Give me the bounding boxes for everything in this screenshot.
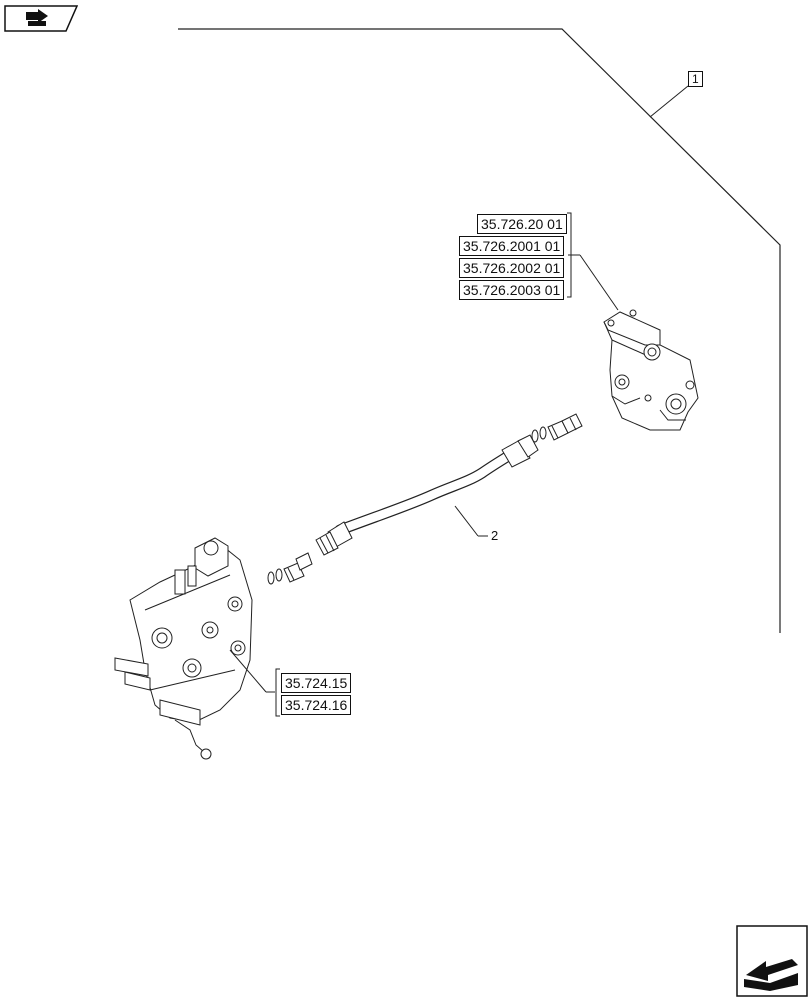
ref-35-726-2002-01[interactable]: 35.726.2002 01 — [459, 258, 565, 278]
kit-callout-leader — [649, 85, 689, 118]
bottom-ref-bracket — [275, 668, 280, 717]
next-page-icon — [736, 925, 808, 997]
ref-35-726-2001-01[interactable]: 35.726.2001 01 — [459, 236, 565, 256]
ref-35-726-2003-01[interactable]: 35.726.2003 01 — [459, 280, 565, 300]
kit-item-callout: 1 — [688, 71, 703, 87]
bottom-ref-leader — [229, 649, 267, 693]
ref-35-724-15[interactable]: 35.724.15 — [281, 673, 352, 693]
ref-35-726-20-01[interactable]: 35.726.20 01 — [477, 214, 567, 234]
kit-bracket-line — [178, 28, 781, 633]
lower-fittings — [267, 552, 313, 585]
upper-fittings — [531, 413, 583, 443]
hose-item-callout: 2 — [491, 528, 499, 543]
next-page-button[interactable] — [736, 925, 808, 997]
previous-page-button[interactable] — [4, 4, 79, 32]
top-ref-leader-diag — [579, 254, 619, 311]
priority-valve-block — [603, 309, 699, 431]
hose-callout-leader — [454, 505, 479, 537]
previous-page-icon — [4, 5, 79, 32]
ref-35-724-16[interactable]: 35.724.16 — [281, 695, 352, 715]
control-valve — [114, 537, 253, 760]
hydraulic-hose — [315, 434, 539, 556]
top-ref-bracket — [567, 212, 572, 298]
